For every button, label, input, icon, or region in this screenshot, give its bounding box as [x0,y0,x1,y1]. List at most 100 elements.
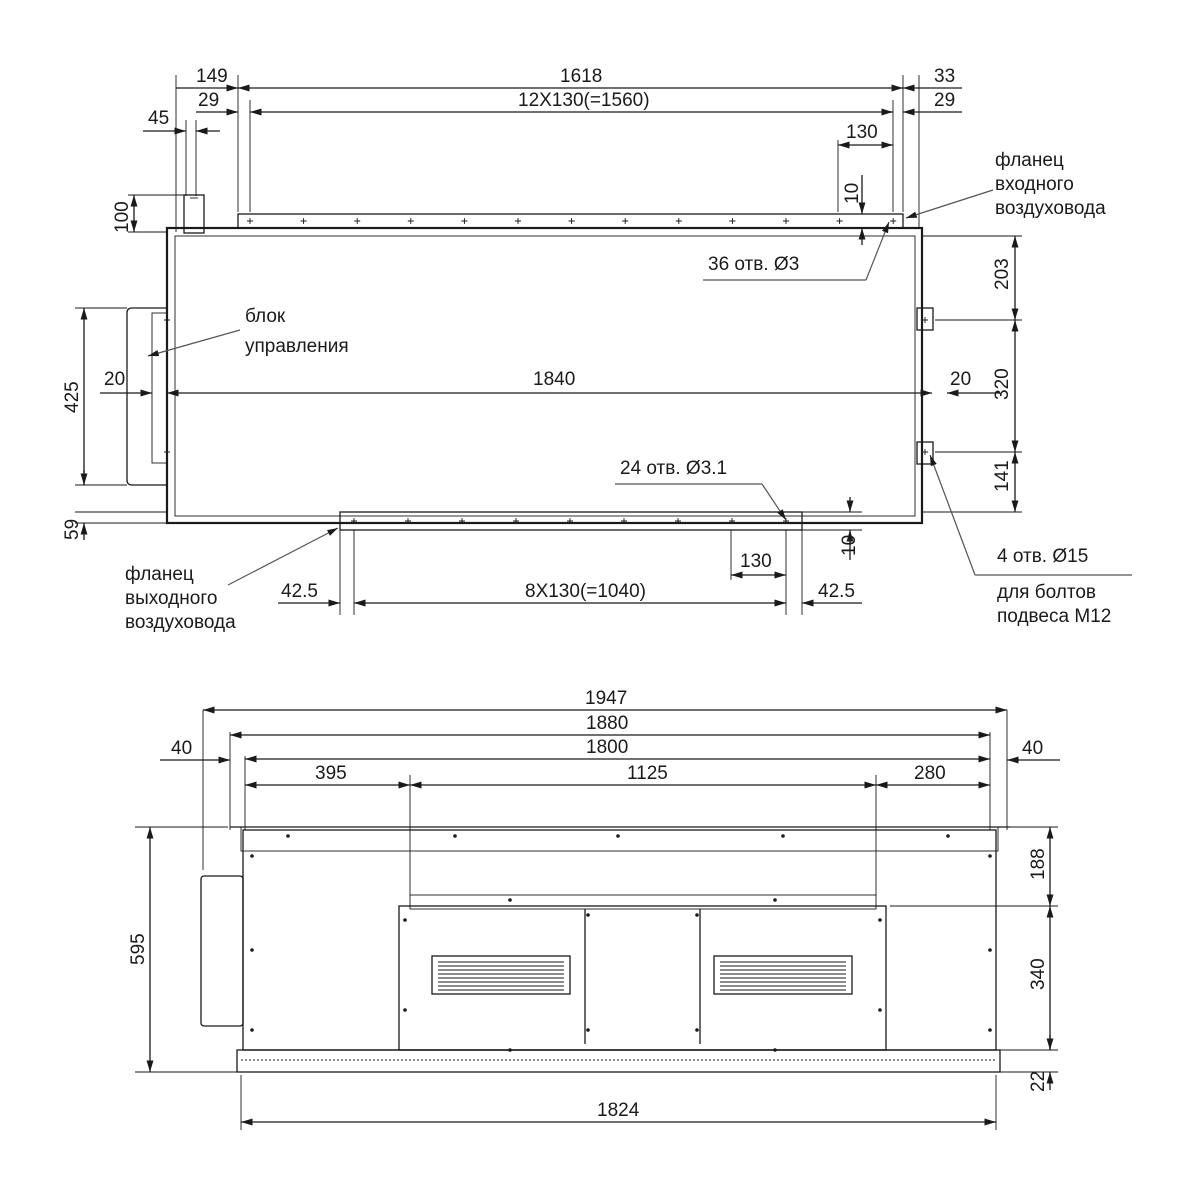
screw-dot [286,834,290,838]
screw-dot [586,1028,590,1032]
top-view-body-inner [174,235,916,517]
hole-mark [300,218,307,224]
label-holes-36: 36 отв. Ø3 [708,254,799,275]
dim-10-top: 10 [842,183,863,204]
dim-59: 59 [62,519,83,540]
dim-12x130: 12X130(=1560) [518,90,650,111]
hole-mark [407,218,414,224]
dim-1800: 1800 [586,737,628,758]
dim-45: 45 [148,108,169,129]
front-control-box [200,875,244,1027]
dim-42-5-left: 42.5 [281,581,318,602]
label-bolts: для болтов подвеса M12 [997,582,1111,627]
outlet-flange-strip [339,511,803,531]
hanger-bracket-right-top [916,307,934,331]
label-control-box: блок управления [245,306,349,357]
screw-dot [616,834,620,838]
dim-141: 141 [992,460,1013,492]
hole-mark [729,218,736,224]
dim-320: 320 [992,368,1013,400]
dim-395: 395 [315,763,347,784]
screw-dot [508,1048,512,1052]
dim-130-top: 130 [846,122,878,143]
hole-mark [890,218,897,224]
hole-mark [354,218,361,224]
label-holes-4: 4 отв. Ø15 [997,546,1088,567]
hole-mark [836,218,843,224]
screw-dot [250,1028,254,1032]
base-rail [236,1049,1001,1073]
control-box-inner [151,312,168,464]
dim-1125: 1125 [627,763,668,784]
hole-mark [729,518,735,524]
hole-mark [164,449,170,455]
pipe-connector [183,194,205,234]
front-body [242,829,997,1051]
top-view: 149 1618 33 29 12X130(=1560) 29 45 130 1… [62,66,1132,633]
label-outlet-flange: фланец выходного воздуховода [125,564,236,633]
hole-mark [459,518,465,524]
dim-149: 149 [196,66,228,87]
screw-dot [403,918,407,922]
screw-dot [695,1028,699,1032]
screw-dot [781,834,785,838]
screw-dot [695,913,699,917]
inlet-flange-strip [237,213,904,229]
hole-mark [675,218,682,224]
screw-dot [773,898,777,902]
dim-40-left: 40 [171,738,192,759]
dim-1947: 1947 [585,688,627,709]
dim-29-left: 29 [198,90,219,111]
dim-595: 595 [128,933,149,965]
dim-1880: 1880 [586,713,628,734]
dim-10-bottom: 10 [839,535,860,556]
label-inlet-flange: фланец входного воздуховода [995,150,1106,219]
screw-dot [988,948,992,952]
dim-40-right: 40 [1022,738,1043,759]
screw-dot [250,854,254,858]
hole-mark [621,518,627,524]
front-screw-dots [250,834,992,1052]
dim-130-bottom: 130 [740,551,772,572]
screw-dot [403,1008,407,1012]
hole-mark [922,317,928,323]
hole-mark [567,518,573,524]
label-holes-24: 24 отв. Ø3.1 [620,458,727,479]
dim-280: 280 [914,763,946,784]
hole-mark [513,518,519,524]
fan-outlet-right [713,955,853,995]
screw-dot [773,1048,777,1052]
dim-425: 425 [62,381,83,413]
screw-dot [988,1028,992,1032]
dim-29-right: 29 [934,90,955,111]
dim-340: 340 [1028,958,1049,990]
screw-dot [946,834,950,838]
screw-dot [453,834,457,838]
inlet-holes [164,218,928,455]
dim-20-right: 20 [950,369,971,390]
screw-dot [250,948,254,952]
screw-dot [878,1008,882,1012]
hole-mark [622,218,629,224]
control-box-outline [126,307,167,486]
dim-100: 100 [112,201,133,233]
screw-dot [586,913,590,917]
hole-mark [515,218,521,224]
hole-mark [247,218,253,224]
dim-1840: 1840 [533,369,575,390]
screw-dot [988,854,992,858]
hole-mark [164,317,170,323]
dim-188: 188 [1028,848,1049,880]
dim-42-5-right: 42.5 [818,581,855,602]
dim-203: 203 [992,258,1013,290]
outlet-holes [351,518,789,524]
front-view: 1947 1880 1800 40 40 395 1125 280 595 18… [128,688,1060,1130]
hanger-bracket-right-bottom [916,441,934,465]
dim-1824: 1824 [597,1100,640,1121]
dim-1618: 1618 [560,66,602,87]
dim-20-left: 20 [104,369,125,390]
hole-mark [783,218,789,224]
dim-22: 22 [1028,1071,1049,1092]
dim-8x130: 8X130(=1040) [525,581,646,602]
